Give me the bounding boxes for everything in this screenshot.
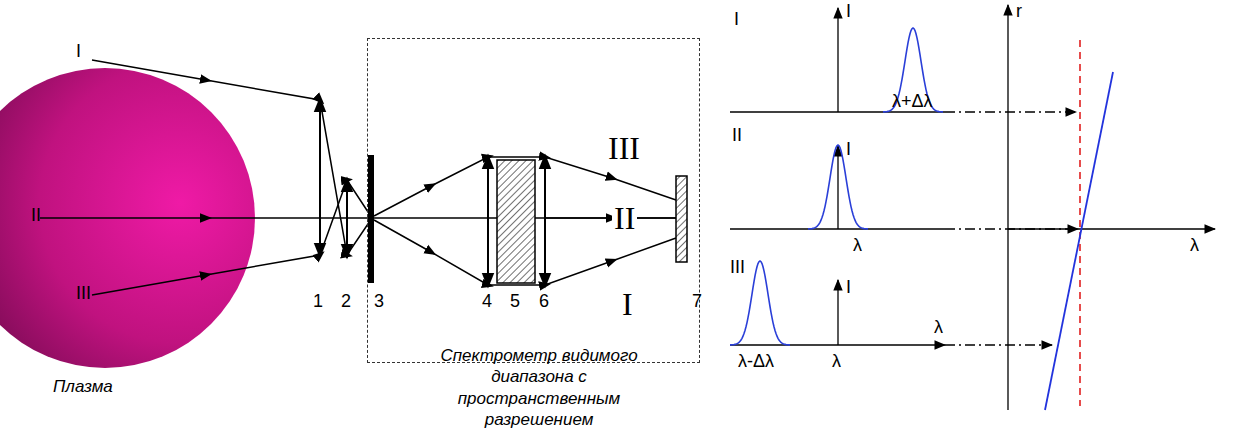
channel-label: I (622, 287, 633, 322)
peak-label: λ+Δλ (892, 92, 933, 112)
axis-label: λ (853, 236, 862, 256)
light-rays (40, 60, 676, 295)
filter (497, 160, 535, 283)
callout-number: 2 (341, 292, 351, 312)
axis-label: I (846, 140, 851, 160)
gaussian-peak (883, 28, 943, 112)
ray-label: II (31, 206, 41, 226)
spectrometer-caption: Спектрометр видимого диапазона с простра… (410, 345, 668, 430)
callout-number: 6 (539, 292, 549, 312)
axis-label: I (846, 2, 851, 22)
peak-label: λ-Δλ (738, 352, 774, 372)
channel-label: II (612, 201, 637, 236)
axis-label: I (846, 278, 851, 298)
row-label: III (730, 258, 745, 278)
ray-label: III (76, 284, 91, 304)
shift-line (1045, 72, 1113, 410)
callout-number: 7 (692, 292, 702, 312)
callout-number: 1 (313, 292, 323, 312)
ray-label: I (76, 42, 81, 62)
plasma-region: IIIIIIПлазма (0, 68, 255, 368)
detector (676, 176, 687, 262)
row-label: II (732, 126, 742, 146)
plasma-caption: Плазма (53, 378, 113, 397)
axis-label: λ (1190, 236, 1199, 256)
callout-number: 5 (510, 292, 520, 312)
callout-number: 3 (374, 292, 384, 312)
peak-label: λ (832, 352, 841, 372)
spectral-peaks (730, 28, 943, 345)
row-label: I (734, 10, 739, 30)
gaussian-peak (808, 145, 868, 229)
reference-line (1079, 40, 1081, 406)
channel-label: III (608, 131, 640, 166)
callout-number: 4 (482, 292, 492, 312)
lens-symbols (320, 98, 545, 287)
spectrometer-box: IIIIIIСпектрометр видимого диапазона с п… (367, 38, 700, 363)
slit (368, 155, 374, 283)
spectrum-axes (730, 5, 1215, 410)
axis-label: r (1016, 2, 1022, 22)
axis-label: λ (934, 318, 943, 338)
